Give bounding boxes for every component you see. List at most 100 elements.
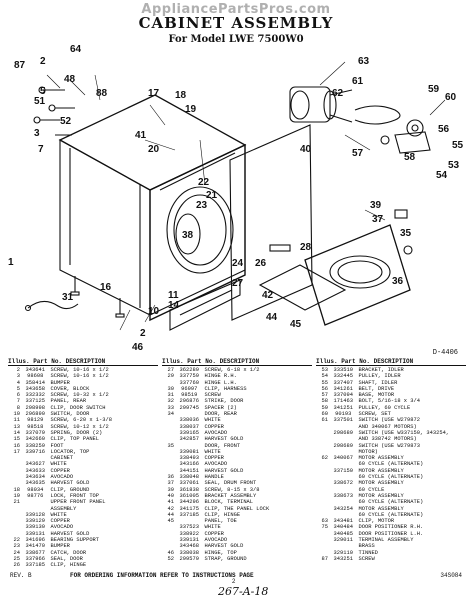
table-row: 8 298998 CLIP, DOOR SWITCH [8, 405, 158, 411]
illus-number: 11 [13, 417, 20, 424]
illus-number: 32 [167, 398, 174, 405]
callout: 10 [148, 306, 160, 317]
table-header: Illus. Part No. DESCRIPTION [8, 358, 158, 366]
table-row: 35 DOOR, FRONT [162, 443, 312, 449]
part-description: MOTOR ASSEMBLY [358, 467, 404, 474]
callout: 5 [40, 86, 46, 97]
part-description: WHITE [204, 448, 221, 455]
part-number: 329011 [333, 537, 353, 544]
table-row: 344151 HARVEST GOLD [162, 468, 312, 474]
illus-number: 10 [13, 411, 20, 418]
table-row: 40 361005 BRACKET ASSEMBLY [162, 493, 312, 499]
callout: 87 [14, 60, 26, 71]
part-description: HARVEST GOLD [204, 543, 244, 550]
part-number: 343633 [25, 467, 45, 474]
part-description: 60 CYCLE (ALTERNATE) [358, 474, 424, 481]
table-row: 329011 TERMINAL ASSEMBLY [316, 537, 466, 543]
part-number: 337760 [179, 379, 199, 386]
table-row: 337150 MOTOR ASSEMBLY [316, 468, 466, 474]
part-description: BOLT, 5/16-18 x 3/4 [358, 398, 420, 405]
illus-number: 30 [167, 385, 174, 392]
idler-pulley [380, 119, 431, 154]
table-row: 60 CYCLE (ALTERNATE) [316, 474, 466, 480]
illus-number: 22 [13, 537, 20, 544]
part-description: BLOCK, TERMINAL [204, 499, 254, 506]
illus-number: 57 [321, 392, 328, 399]
illus-number: 5 [16, 385, 20, 392]
motor-assembly [289, 86, 353, 123]
table-row: 14 337079 SPRING, DOOR (2) [8, 430, 158, 436]
part-number: 340485 [333, 530, 353, 537]
part-description: SCREW, SET [358, 411, 391, 418]
part-description: STRAP, GROUND [204, 555, 247, 562]
page-number: 2 [232, 579, 236, 585]
part-description: TERMINAL ASSEMBLY [358, 537, 414, 544]
part-description: SCREW [358, 555, 375, 562]
table-row: 37 337061 SEAL, DRUM FRONT [162, 480, 312, 486]
illus-number: 44 [167, 511, 174, 518]
illus-number: 87 [321, 555, 328, 562]
table-row: 6 332332 SCREW, 10-32 x 1/2 [8, 392, 158, 398]
part-number: 344151 [179, 467, 199, 474]
part-description: DOOR POSITIONER L.H. [358, 530, 424, 537]
illus-number: 63 [321, 518, 328, 525]
part-description: PANEL, REAR [50, 398, 87, 405]
part-description: COPPER [50, 518, 70, 525]
part-number: 337150 [333, 467, 353, 474]
illus-number: 34 [167, 411, 174, 418]
part-number: 341696 [25, 537, 45, 544]
table-row: 30 96997 CLIP, HARNESS [162, 386, 312, 392]
part-number: 339128 [25, 511, 45, 518]
part-description: SEAL, DRUM FRONT [204, 480, 257, 487]
callout: 41 [135, 130, 147, 141]
callout: 36 [392, 276, 404, 287]
part-description: UPPER FRONT PANEL [50, 499, 106, 506]
part-number: 343634 [25, 474, 45, 481]
table-row: ASSEMBLY [8, 506, 158, 512]
watermark: AppliancePartsPros.com [141, 2, 331, 17]
part-description: PULLEY, IDLER [358, 373, 401, 380]
part-number: 344296 [179, 499, 199, 506]
table-row: 60 CYCLE [316, 487, 466, 493]
callout: 2 [40, 56, 46, 67]
part-number: 361838 [179, 486, 199, 493]
part-number: 337523 [179, 524, 199, 531]
part-number: 98518 [27, 423, 44, 430]
table-row: 60 CYCLE (ALTERNATE) [316, 499, 466, 505]
table-row: 22 341696 BEARING SUPPORT [8, 537, 158, 543]
part-description: CLIP, HINGE [204, 511, 241, 518]
part-number: 338677 [25, 549, 45, 556]
part-description: CATCH, DOOR [50, 549, 87, 556]
part-description: HINGE L.H. [204, 379, 237, 386]
part-description: HANDLE [204, 474, 224, 481]
part-number: 340484 [333, 524, 353, 531]
part-description: AVOCADO [204, 429, 228, 436]
part-number: 337125 [25, 398, 45, 405]
illus-number: 31 [167, 392, 174, 399]
table-row: 59 341251 PULLEY, 60 CYCLE [316, 405, 466, 411]
illus-number: 40 [167, 492, 174, 499]
part-number: 299745 [179, 404, 199, 411]
part-description: DOOR POSITIONER R.H. [358, 524, 424, 531]
table-row: 36 338048 HANDLE [162, 474, 312, 480]
part-number: 338038 [179, 549, 199, 556]
illus-number: 4 [16, 379, 20, 386]
front-door [258, 224, 411, 326]
part-number: 339129 [25, 518, 45, 525]
table-row: 41 344296 BLOCK, TERMINAL [162, 499, 312, 505]
part-description: HARVEST GOLD [50, 480, 90, 487]
part-number: 341175 [179, 505, 199, 512]
callout: 22 [198, 177, 210, 188]
callout: 42 [262, 290, 274, 301]
part-description: AVOCADO [50, 524, 74, 531]
part-description: SHAFT, IDLER [358, 379, 398, 386]
illus-number: 54 [321, 373, 328, 380]
part-description: HINGE R.H. [204, 373, 237, 380]
parts-table-col2: Illus. Part No. DESCRIPTION 27 362289 SC… [162, 358, 312, 562]
part-description: CLIP, MOTOR [358, 518, 395, 525]
table-row: 57 337094 BASE, MOTOR [316, 392, 466, 398]
part-number: 362289 [179, 367, 199, 373]
part-number: 337407 [333, 379, 353, 386]
